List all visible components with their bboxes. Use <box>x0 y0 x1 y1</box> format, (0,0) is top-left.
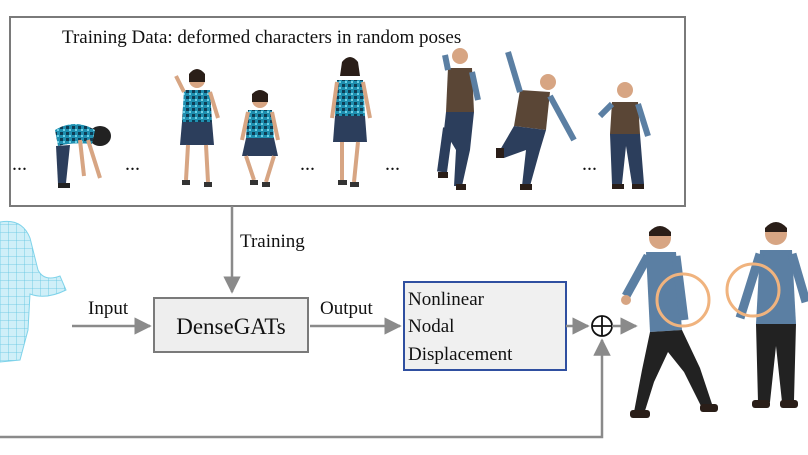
ellipsis-5: ... <box>582 153 597 175</box>
displacement-box <box>403 281 567 371</box>
training-label: Training <box>240 231 305 252</box>
training-character-arms-up <box>437 48 481 190</box>
training-character-crouching <box>240 90 280 187</box>
skip-connection-arrow <box>0 338 611 439</box>
ellipsis-3: ... <box>300 153 315 175</box>
densegats-label: DenseGATs <box>176 314 286 339</box>
training-character-waving <box>174 69 220 187</box>
ellipsis-1: ... <box>12 153 27 175</box>
input-label: Input <box>88 298 129 319</box>
ellipsis-4: ... <box>385 153 400 175</box>
sum-operator <box>591 315 613 337</box>
training-character-bending <box>55 124 111 188</box>
displacement-line-3: Displacement <box>408 344 513 365</box>
output-character-walking <box>621 226 718 418</box>
training-character-arm-out <box>597 82 651 189</box>
ellipsis-2: ... <box>125 153 140 175</box>
densegats-box <box>153 297 309 353</box>
training-character-leaning <box>496 51 577 190</box>
highlight-circle-2 <box>725 262 781 318</box>
displacement-line-1: Nonlinear <box>408 289 485 310</box>
training-character-standing <box>330 57 372 187</box>
highlight-circle-1 <box>655 272 711 328</box>
input-mesh-character <box>0 220 67 363</box>
output-label: Output <box>320 298 374 319</box>
training-data-title: Training Data: deformed characters in ra… <box>62 27 461 48</box>
displacement-line-2: Nodal <box>408 316 454 337</box>
